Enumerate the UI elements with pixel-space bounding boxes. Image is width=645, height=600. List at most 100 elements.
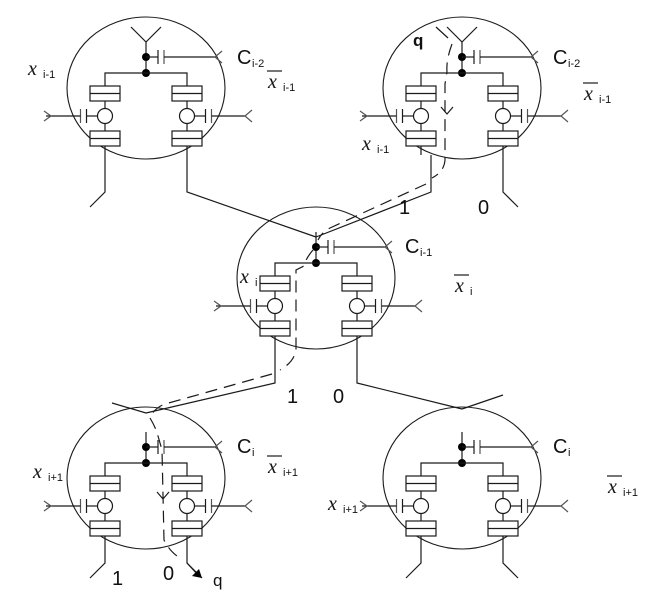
path-in-cell-arrow-topright (440, 106, 454, 115)
split-bus (104, 462, 188, 476)
right-input-label: x (607, 476, 617, 498)
left-input-arrow-icon (213, 300, 223, 312)
right-input-label-subscript: i-1 (283, 82, 295, 94)
cell-boundary (66, 16, 226, 160)
left-input-arrow-icon (359, 110, 369, 122)
wire-topleft-to-middle (186, 155, 317, 238)
interconnect-wires (89, 26, 519, 579)
right-input-arrow-icon (560, 109, 569, 123)
branch-label-bottomleft-1: 1 (112, 568, 123, 590)
clock-input-arrow-icon (530, 50, 539, 64)
path-segment-middle (279, 249, 314, 371)
left-junction-circle (96, 107, 114, 125)
wire-middle-0-to-bottomright (356, 345, 463, 410)
left-input-label-subscript: i (255, 277, 257, 289)
right-junction-circle (178, 107, 196, 125)
stem-branch-topright-c (435, 26, 449, 39)
left-input-arrow-icon (43, 500, 53, 512)
cell-name-label: C (405, 236, 419, 258)
cell-name-subscript: i-2 (252, 58, 264, 70)
left-input-label: x (239, 266, 249, 288)
branch-label-topright-0: 0 (478, 197, 489, 219)
split-bus (104, 72, 188, 86)
right-input-arrow-icon (244, 109, 253, 123)
right-input-label-subscript: i+1 (623, 487, 638, 499)
right-input-arrow-icon (560, 499, 569, 513)
left-junction-circle (412, 497, 430, 515)
stem-branch-topleft-a (130, 26, 147, 43)
wire-bottomright-right-out (502, 545, 519, 579)
left-input-arrow-icon (43, 110, 53, 122)
left-input-label: x (327, 493, 337, 515)
path-end-label: q (213, 571, 222, 590)
wire-bottomleft-1-out (89, 545, 106, 579)
left-junction-circle (96, 497, 114, 515)
cell-boundary (382, 16, 542, 160)
labels-layer: 1 0 1 0 1 0 q q (112, 31, 489, 590)
path-start-label: q (413, 31, 423, 50)
right-input-label: x (583, 83, 593, 105)
path-segment-top-to-middle (317, 183, 427, 241)
left-input-label: x (32, 461, 42, 483)
cell-name-label: C (553, 47, 567, 69)
path-segment-topright (431, 43, 453, 179)
left-input-arrow-icon (359, 500, 369, 512)
left-input-label: x (27, 58, 37, 80)
path-segment-bottomleft (149, 417, 181, 559)
wire-middle-1-to-bottomleft (145, 345, 276, 414)
path-exit-arrowhead-icon (192, 569, 202, 578)
branch-label-middle-0: 0 (333, 386, 344, 408)
split-bus (274, 262, 358, 276)
cell-name-label: C (237, 47, 251, 69)
clock-input-arrow-icon (214, 50, 223, 64)
wire-topleft-left-out (89, 155, 106, 208)
left-input-label-subscript: i+1 (48, 472, 63, 484)
path-segment-middle-to-bottomleft (149, 373, 273, 419)
left-input-label: x (361, 133, 371, 155)
right-junction-circle (348, 297, 366, 315)
right-junction-circle (494, 107, 512, 125)
right-input-arrow-icon (244, 499, 253, 513)
stem-branch-topright-a (446, 26, 463, 43)
left-junction-circle (412, 107, 430, 125)
cell-boundary (66, 406, 226, 550)
cell-name-subscript: i (252, 447, 254, 459)
dashed-path-q (149, 43, 454, 578)
cell-name-label: C (553, 436, 567, 458)
left-input-label-subscript: i-1 (43, 69, 55, 81)
right-input-label: x (454, 275, 464, 297)
right-input-label: x (267, 456, 277, 478)
wire-bottomright-left-out (405, 545, 422, 579)
cell-name-label: C (237, 436, 251, 458)
right-input-label-subscript: i-1 (599, 94, 611, 106)
left-input-label-subscript: i-1 (377, 144, 389, 156)
branch-label-middle-1: 1 (287, 386, 298, 408)
clock-input-arrow-icon (530, 440, 539, 454)
wire-topright-0-out (502, 155, 519, 208)
right-junction-circle (178, 497, 196, 515)
branch-label-topright-1: 1 (399, 197, 410, 219)
cell-boundary (236, 206, 396, 350)
split-bus (420, 462, 504, 476)
clock-input-arrow-icon (384, 240, 393, 254)
branch-label-bottomleft-0: 0 (163, 563, 174, 585)
stem-branch-bottomright-a (461, 394, 504, 410)
right-junction-circle (494, 497, 512, 515)
left-input-label-subscript: i+1 (343, 504, 358, 516)
wire-topright-1-to-middle (315, 155, 432, 238)
right-input-label: x (267, 71, 277, 93)
cell-boundary (382, 406, 542, 550)
cell-name-subscript: i (568, 447, 570, 459)
clock-input-arrow-icon (214, 440, 223, 454)
stem-branch-topright-b (461, 26, 478, 43)
cell-name-subscript: i-2 (568, 58, 580, 70)
right-input-arrow-icon (414, 299, 423, 313)
right-input-label-subscript: i+1 (283, 467, 298, 479)
